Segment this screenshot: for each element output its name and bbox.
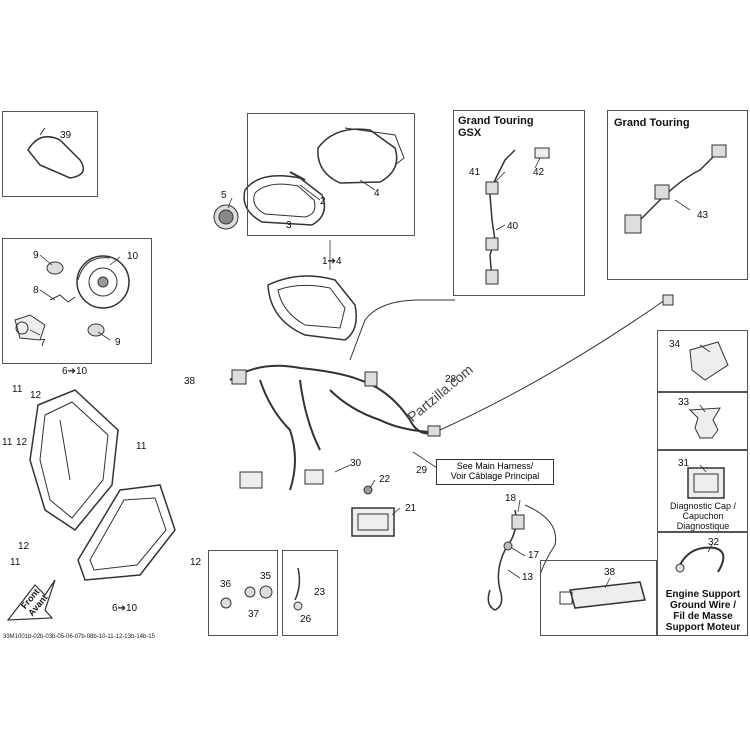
part-13-tether-cord [487, 504, 557, 611]
part-31-diagnostic-cap [687, 467, 725, 499]
label-38b: 38 [184, 376, 196, 387]
part-21-relay-module [351, 507, 395, 537]
label-5: 5 [221, 190, 227, 201]
label-6-10b: 6➔10 [112, 603, 138, 614]
part-5-gauge [213, 204, 239, 230]
label-8: 8 [33, 285, 39, 296]
label-12b: 12 [16, 437, 28, 448]
leader-lines [29, 157, 713, 589]
label-36: 36 [220, 579, 232, 590]
box-part-39 [2, 111, 98, 197]
label-13: 13 [522, 572, 534, 583]
label-40: 40 [507, 221, 519, 232]
part-2-screw [289, 171, 306, 181]
label-2: 2 [320, 196, 326, 207]
label-35: 35 [260, 571, 272, 582]
label-11d: 11 [10, 557, 21, 568]
part-34-cable-holder [689, 341, 729, 381]
label-22: 22 [379, 474, 391, 485]
label-30: 30 [350, 458, 362, 469]
part-40-harness-gsx [485, 147, 550, 285]
label-43: 43 [697, 210, 709, 221]
part-38-grease-tube [559, 581, 646, 609]
part-10-headlight-reflector [76, 255, 130, 309]
part-39-clamp [27, 127, 85, 179]
label-23: 23 [314, 587, 326, 598]
label-32: 32 [708, 537, 720, 548]
label-18: 18 [505, 493, 517, 504]
front-arrow-icon [6, 579, 56, 621]
label-1-4: 1➔4 [322, 256, 342, 267]
label-41: 41 [469, 167, 481, 178]
label-9a: 9 [33, 250, 39, 261]
label-12c: 12 [18, 541, 30, 552]
box-part-32 [657, 532, 748, 636]
header-grand-touring: Grand Touring [614, 117, 690, 129]
box-part-34 [657, 330, 748, 392]
box-part-31 [657, 450, 748, 532]
part-23-wire [293, 567, 303, 611]
label-10: 10 [127, 251, 139, 262]
label-11a: 11 [12, 384, 23, 395]
label-33: 33 [678, 397, 690, 408]
label-39: 39 [60, 130, 72, 141]
label-3: 3 [286, 220, 292, 231]
part-33-push-pin [688, 407, 721, 439]
label-38: 38 [604, 567, 616, 578]
part-8-spring-clip [49, 294, 76, 303]
part-1-instrument-cluster [267, 275, 357, 341]
box-grand-touring-gsx [453, 110, 585, 296]
main-harness-wiring [229, 294, 674, 491]
label-11c: 11 [136, 441, 147, 452]
label-21: 21 [405, 503, 417, 514]
label-29: 29 [416, 465, 428, 476]
label-4: 4 [374, 188, 380, 199]
box-part-33 [657, 392, 748, 450]
box-instrument-cluster [247, 113, 415, 236]
label-11b: 11 [2, 437, 13, 448]
main-harness-callout: See Main Harness/ Voir Câblage Principal [436, 459, 554, 485]
diagnostic-cap-caption: Diagnostic Cap / Capuchon Diagnostique [669, 501, 737, 531]
label-31: 31 [678, 458, 690, 469]
part-43-harness-gt [624, 144, 727, 234]
box-part-38 [540, 560, 657, 636]
label-7: 7 [40, 338, 46, 349]
right-headlight-housing [77, 484, 176, 581]
label-28: 28 [445, 374, 457, 385]
left-headlight-housing [29, 389, 119, 532]
label-34: 34 [669, 339, 681, 350]
ground-wire-caption: Engine Support Ground Wire / Fil de Mass… [665, 589, 741, 633]
part-30-connector [239, 469, 324, 489]
box-parts-35-37 [208, 550, 278, 636]
label-42: 42 [533, 167, 545, 178]
label-37: 37 [248, 609, 260, 620]
part-36-35-37-bulb-kit [220, 585, 273, 609]
label-26: 26 [300, 614, 312, 625]
box-headlight-bulbs [2, 238, 152, 364]
label-9b: 9 [115, 337, 121, 348]
box-parts-23-26 [282, 550, 338, 636]
header-grand-touring-gsx: Grand Touring GSX [458, 115, 534, 139]
part-32-ground-wire [675, 546, 725, 573]
label-17: 17 [528, 550, 540, 561]
label-12a: 12 [30, 390, 42, 401]
label-12d: 12 [190, 557, 202, 568]
drawing-reference: 33M1001b-02b-03b-05-06-07b-08b-10-11-12-… [3, 634, 155, 640]
part-4-cluster-lens [317, 127, 405, 184]
label-6-10a: 6➔10 [62, 366, 88, 377]
box-grand-touring [607, 110, 748, 280]
